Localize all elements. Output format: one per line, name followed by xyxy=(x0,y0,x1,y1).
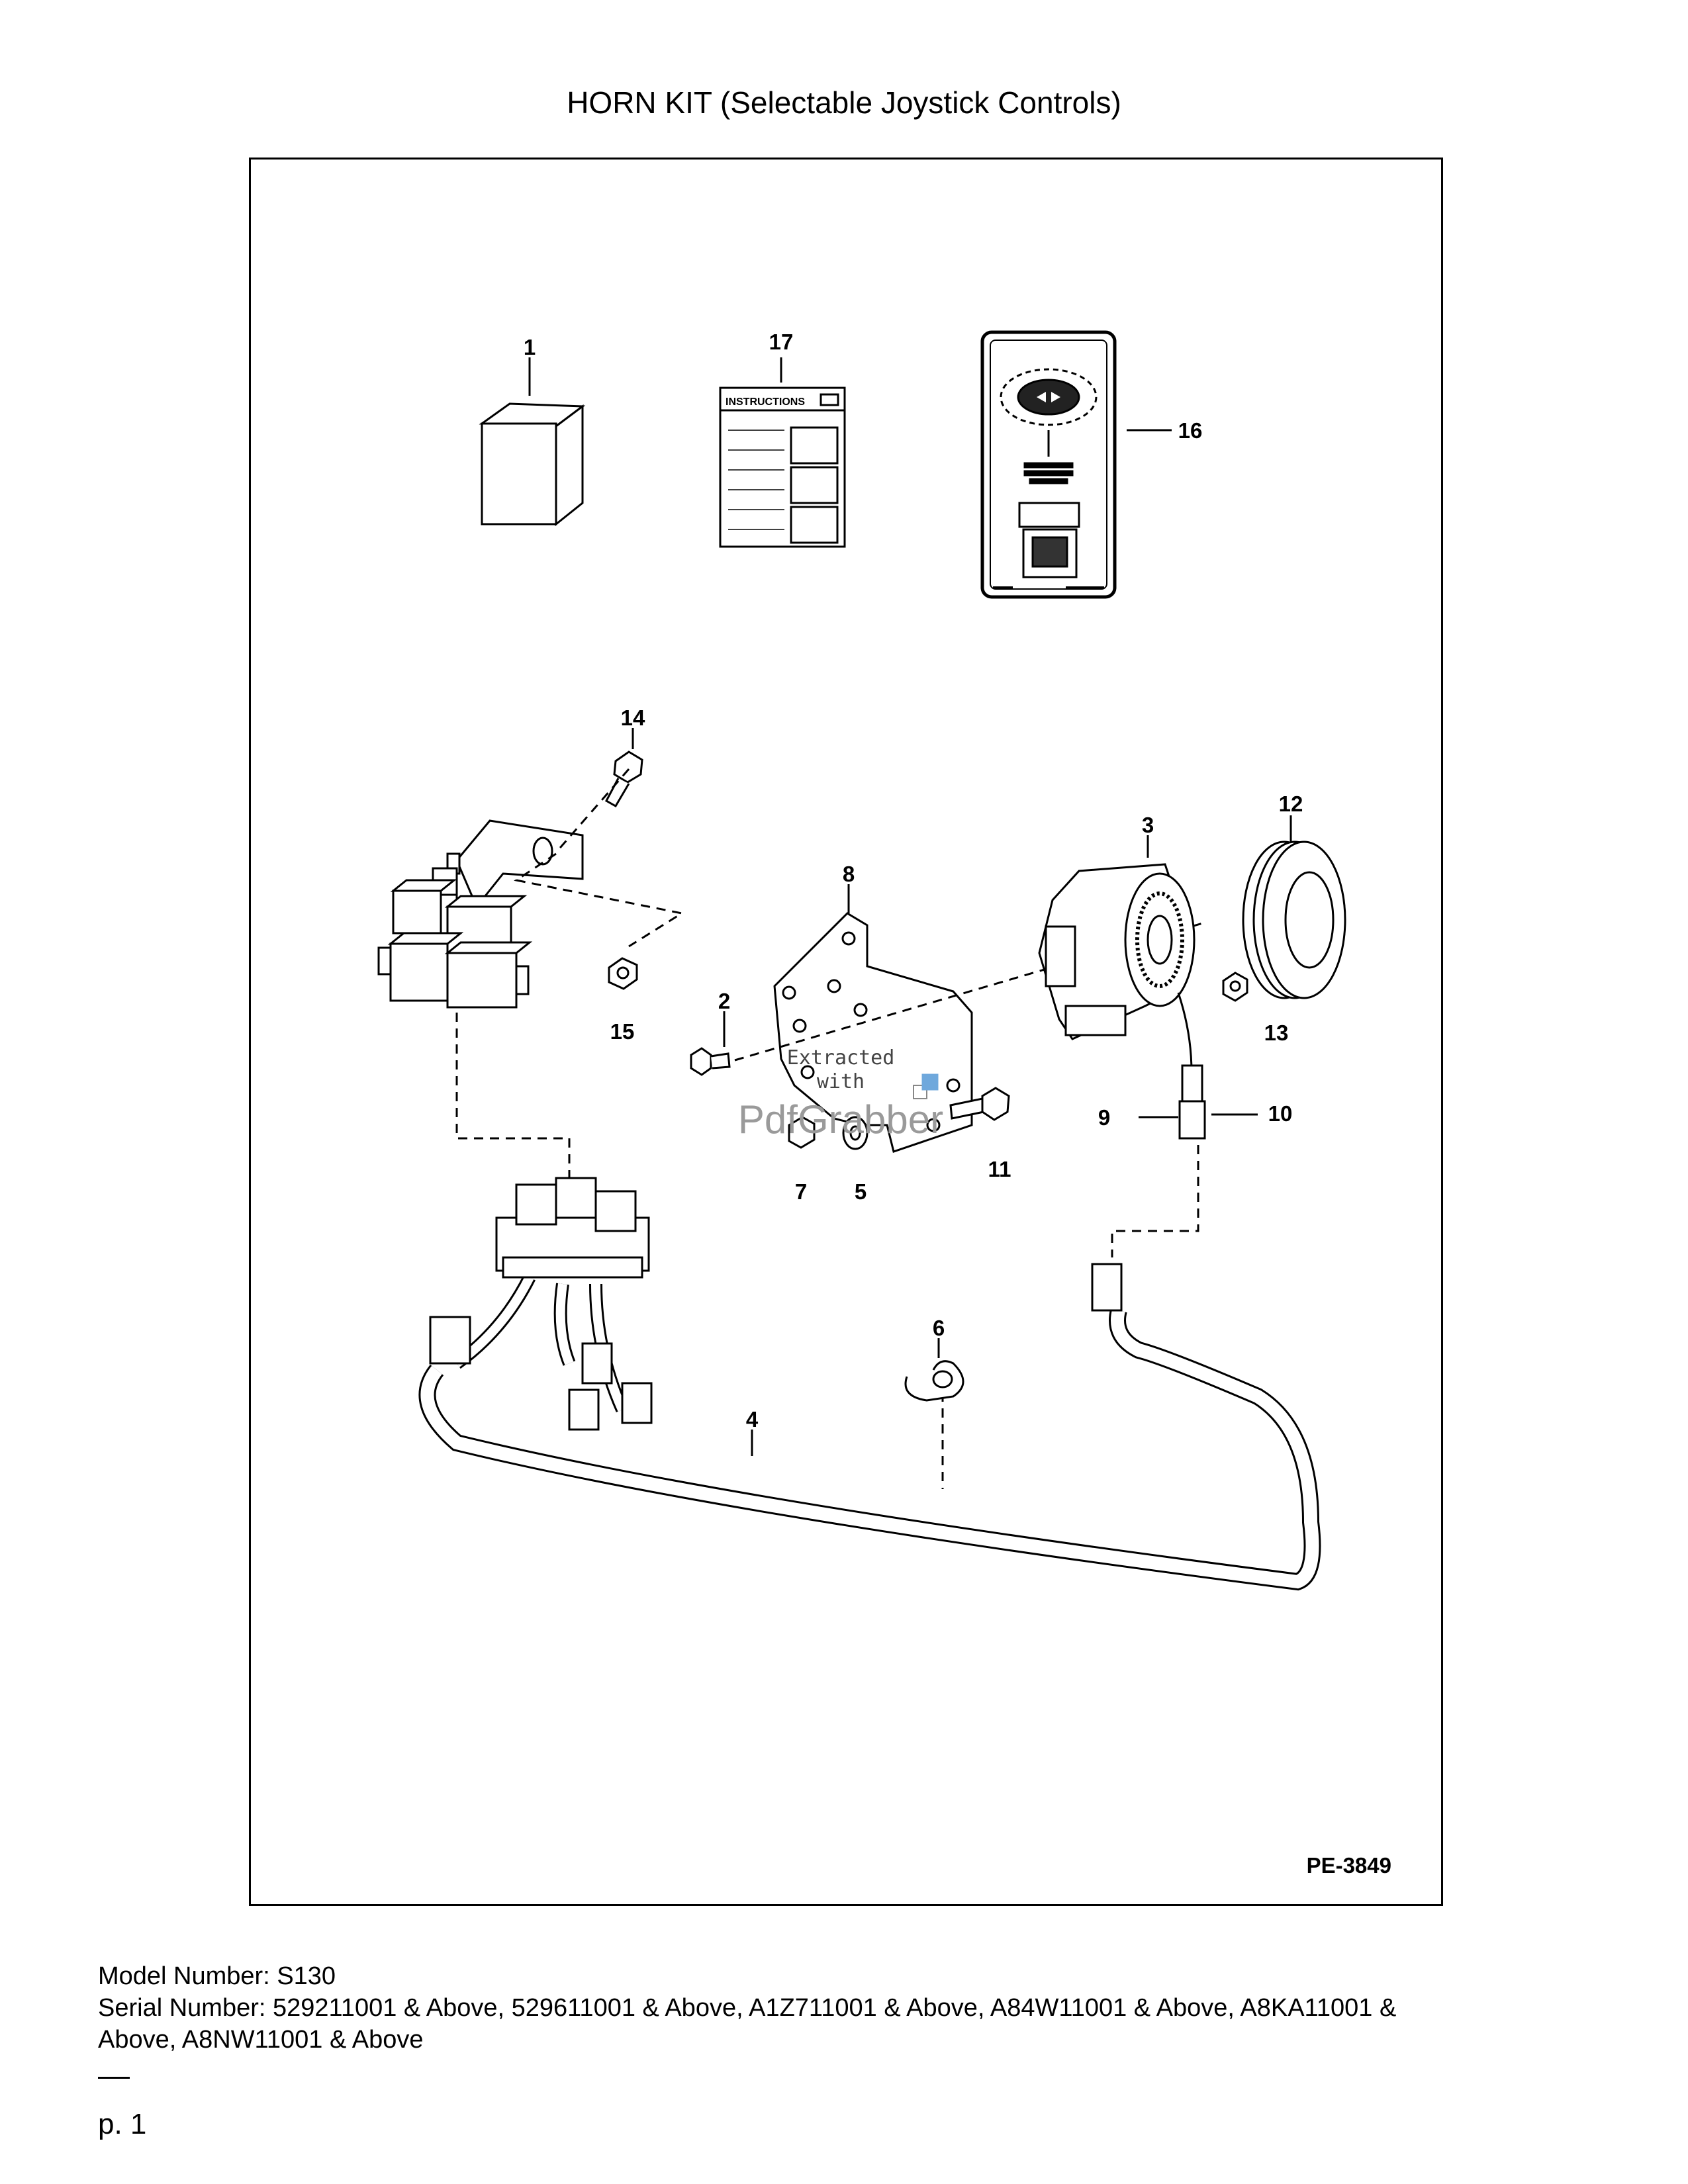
horn-part xyxy=(1038,863,1196,1040)
watermark-line2: with xyxy=(817,1070,865,1093)
relay-cube-part xyxy=(479,402,586,527)
nut-part-15 xyxy=(608,957,638,990)
callout-9: 9 xyxy=(1098,1105,1110,1130)
callout-6: 6 xyxy=(933,1316,945,1340)
relay-bracket-assembly xyxy=(377,819,584,1009)
cable-clamp-part xyxy=(904,1360,964,1402)
horn-ring-part xyxy=(1242,841,1346,999)
washer-part-5 xyxy=(842,1116,868,1150)
instructions-label: INSTRUCTIONS xyxy=(726,396,805,408)
page-title: HORN KIT (Selectable Joystick Controls) xyxy=(567,85,1121,120)
horn-connector-part xyxy=(1178,1064,1206,1140)
callout-13: 13 xyxy=(1264,1021,1289,1045)
bolt-part-11 xyxy=(949,1087,1010,1121)
bolt-part-2 xyxy=(690,1047,731,1076)
callout-8: 8 xyxy=(843,862,855,886)
callout-1: 1 xyxy=(524,335,536,359)
callout-15: 15 xyxy=(610,1019,635,1044)
page-number-rule xyxy=(98,2077,130,2079)
callout-2: 2 xyxy=(718,989,730,1013)
callout-7: 7 xyxy=(795,1179,807,1204)
callout-16: 16 xyxy=(1178,418,1203,443)
instructions-sheet-part xyxy=(719,387,846,548)
model-number: Model Number: S130 xyxy=(98,1962,336,1990)
serial-number: Serial Number: 529211001 & Above, 529611… xyxy=(98,1994,1397,2022)
figure-frame xyxy=(249,158,1443,1906)
callout-4: 4 xyxy=(746,1407,759,1432)
nut-part-7 xyxy=(788,1116,816,1149)
callout-11: 11 xyxy=(988,1157,1011,1181)
callout-14: 14 xyxy=(621,705,645,730)
callout-10: 10 xyxy=(1268,1101,1293,1126)
callout-5: 5 xyxy=(855,1179,867,1204)
callout-12: 12 xyxy=(1279,792,1303,816)
watermark-line1: Extracted xyxy=(787,1046,895,1069)
callout-17: 17 xyxy=(769,330,794,354)
watermark-logo-icon xyxy=(913,1073,939,1099)
horn-bracket-part xyxy=(773,912,973,1153)
watermark-logo-text: PdfGrabber xyxy=(738,1097,943,1142)
page-number: p. 1 xyxy=(98,2108,147,2140)
bolt-part-14 xyxy=(604,751,643,808)
callout-3: 3 xyxy=(1142,813,1154,837)
figure-code: PE-3849 xyxy=(1307,1853,1391,1878)
wiring-harness-part xyxy=(418,1177,1321,1591)
nut-part-13 xyxy=(1222,972,1248,1002)
serial-number-continued: Above, A8NW11001 & Above xyxy=(98,2026,424,2054)
control-decal-part xyxy=(980,330,1117,599)
